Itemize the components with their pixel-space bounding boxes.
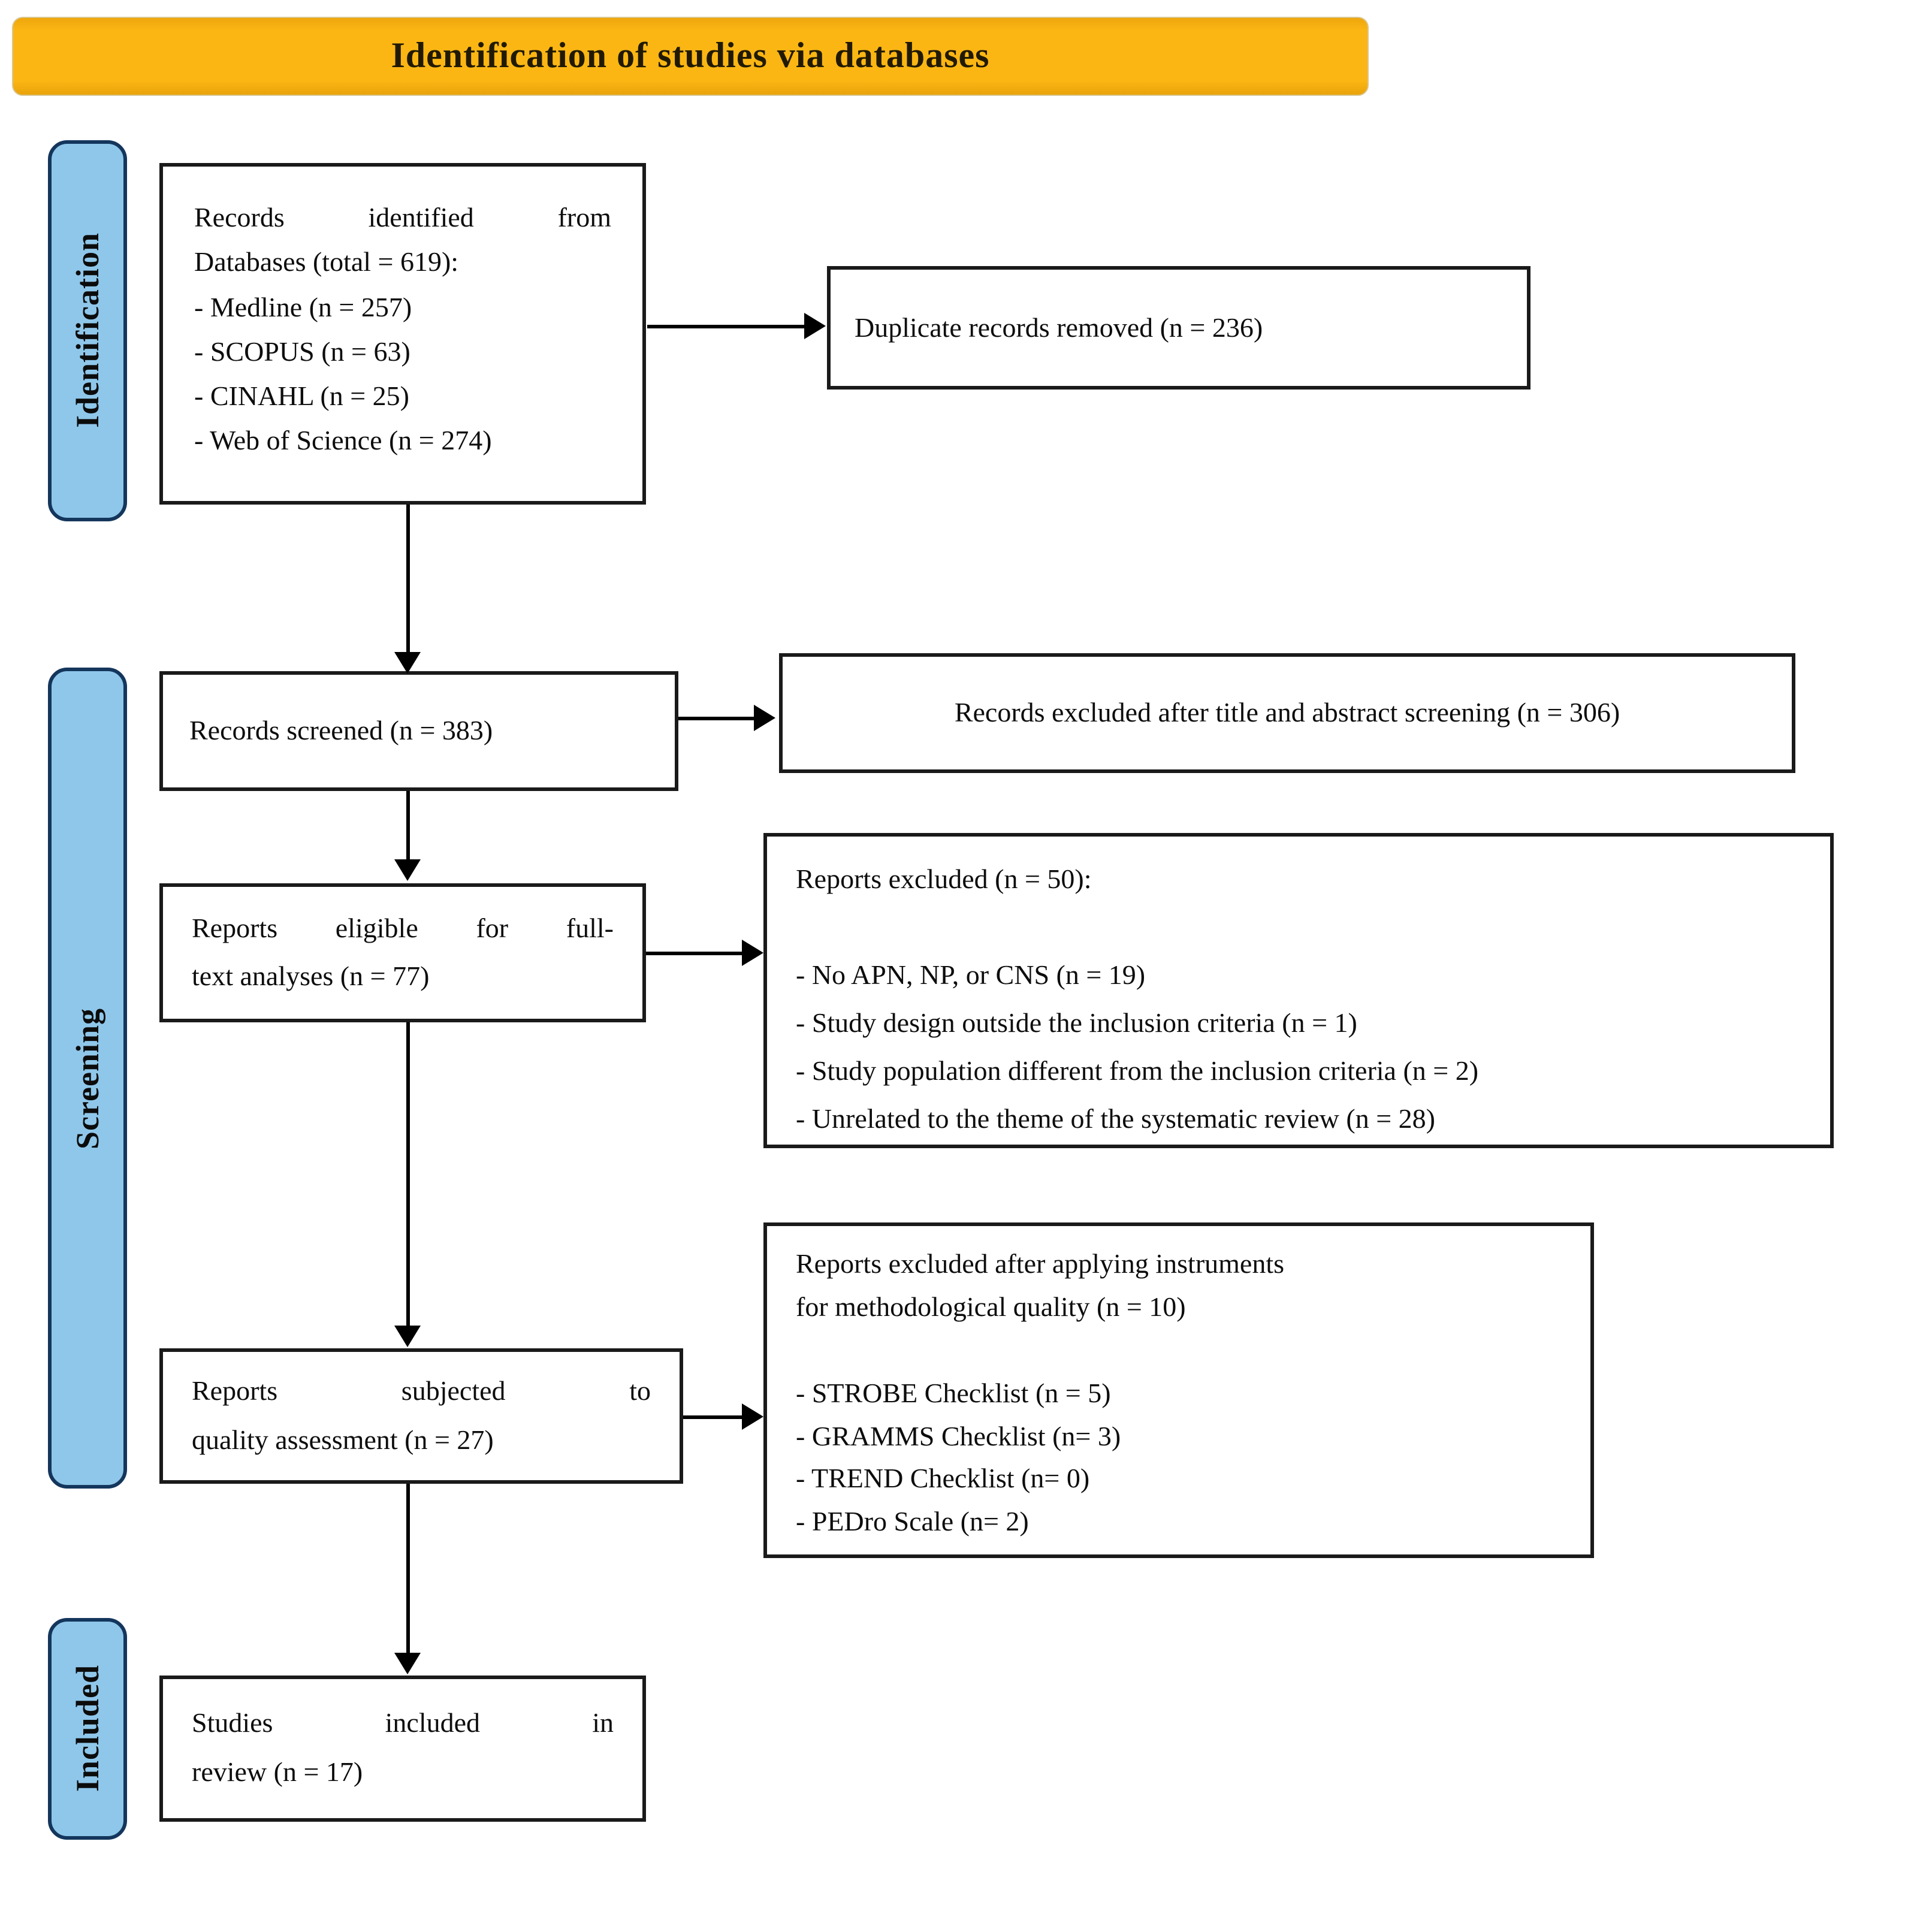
connector-screened-to-excluded	[678, 717, 755, 720]
arrowhead-screened-to-excluded	[754, 705, 775, 731]
box-duplicate-records-removed: Duplicate records removed (n = 236)	[827, 266, 1530, 390]
text-line: - SCOPUS (n = 63)	[194, 336, 410, 367]
connector-eligible-to-quality	[406, 1022, 410, 1329]
connector-eligible-to-excluded	[646, 952, 743, 955]
arrowhead-quality-to-excluded	[742, 1403, 763, 1430]
text-line: - PEDro Scale (n= 2)	[796, 1507, 1029, 1537]
box-reports-eligible-full-text: Reports eligible for full-text analyses …	[159, 883, 646, 1022]
banner-title: Identification of studies via databases	[12, 17, 1369, 96]
connector-identified-to-screened	[406, 505, 410, 656]
stage-label-identification-text: Identification	[69, 233, 105, 428]
arrowhead-identified-to-duplicates	[804, 313, 826, 339]
text-line: - CINAHL (n = 25)	[194, 381, 409, 411]
arrowhead-identified-to-screened	[394, 652, 421, 674]
text-line	[796, 904, 1801, 952]
text-line: Reports excluded after applying instrume…	[796, 1249, 1285, 1279]
text-line: - Study design outside the inclusion cri…	[796, 1008, 1357, 1039]
text-line: quality assessment (n = 27)	[192, 1424, 494, 1454]
arrowhead-quality-to-included	[394, 1653, 421, 1674]
arrowhead-screened-to-eligible	[394, 859, 421, 881]
text-line: - Unrelated to the theme of the systemat…	[796, 1104, 1435, 1134]
connector-screened-to-eligible	[406, 791, 410, 863]
box-records-excluded-title-abstract-text: Records excluded after title and abstrac…	[954, 698, 1620, 728]
text-line: - GRAMMS Checklist (n= 3)	[796, 1421, 1121, 1451]
text-line: - TREND Checklist (n= 0)	[796, 1463, 1090, 1494]
box-reports-excluded-methodological-quality: Reports excluded after applying instrume…	[763, 1222, 1594, 1558]
arrowhead-eligible-to-quality	[394, 1326, 421, 1347]
connector-quality-to-excluded	[683, 1415, 743, 1419]
text-line: Reports excluded (n = 50):	[796, 864, 1092, 894]
text-line	[796, 1329, 1562, 1372]
text-line: - Web of Science (n = 274)	[194, 425, 492, 456]
arrowhead-eligible-to-excluded	[742, 940, 763, 966]
text-line: - Study population different from the in…	[796, 1056, 1479, 1086]
box-reports-excluded-full-text: Reports excluded (n = 50): - No APN, NP,…	[763, 833, 1834, 1148]
box-duplicate-records-removed-text: Duplicate records removed (n = 236)	[855, 312, 1263, 343]
box-studies-included: Studies included in review (n = 17)	[159, 1676, 646, 1822]
stage-label-screening: Screening	[48, 668, 127, 1489]
text-line: Reports eligible for full-	[192, 913, 614, 944]
text-line: Records identified from	[194, 203, 611, 233]
text-line: - Medline (n = 257)	[194, 292, 412, 322]
stage-label-included-text: Included	[69, 1665, 105, 1793]
connector-identified-to-duplicates	[647, 325, 805, 328]
stage-label-included: Included	[48, 1618, 127, 1840]
text-line: review (n = 17)	[192, 1757, 363, 1787]
box-records-screened: Records screened (n = 383)	[159, 671, 678, 791]
text-line: - No APN, NP, or CNS (n = 19)	[796, 960, 1146, 991]
text-line: Studies included in	[192, 1708, 614, 1738]
box-records-excluded-title-abstract: Records excluded after title and abstrac…	[779, 653, 1795, 773]
box-records-screened-text: Records screened (n = 383)	[189, 716, 493, 746]
stage-label-screening-text: Screening	[69, 1007, 105, 1149]
text-line: Reports subjected to	[192, 1375, 651, 1406]
box-reports-quality-assessment: Reports subjected to quality assessment (…	[159, 1348, 683, 1484]
text-line: Databases (total = 619):	[194, 247, 459, 277]
text-line: - STROBE Checklist (n = 5)	[796, 1378, 1111, 1408]
connector-quality-to-included	[406, 1484, 410, 1656]
text-line: text analyses (n = 77)	[192, 961, 430, 991]
text-line: for methodological quality (n = 10)	[796, 1291, 1186, 1322]
stage-label-identification: Identification	[48, 140, 127, 521]
